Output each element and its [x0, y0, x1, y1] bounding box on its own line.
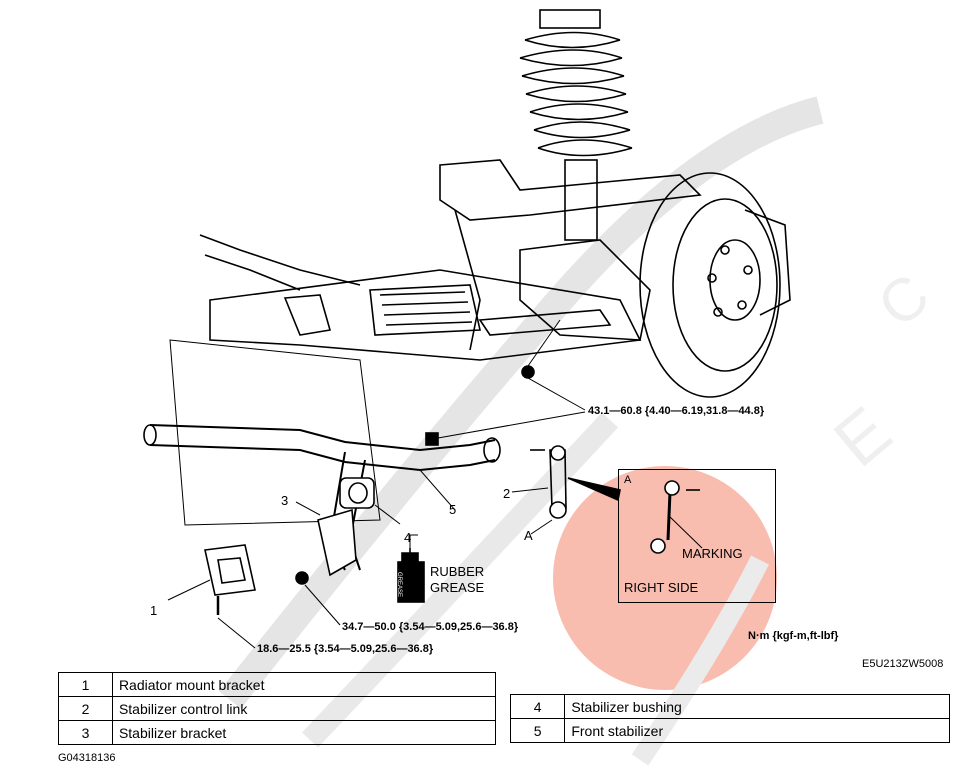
grease-label-line2: GREASE — [430, 580, 485, 595]
svg-text:E: E — [820, 392, 906, 482]
legend-desc: Radiator mount bracket — [111, 672, 497, 697]
callout-4: 4 — [404, 530, 412, 545]
legend-table-left: 1 Radiator mount bracket 2 Stabilizer co… — [58, 672, 497, 745]
legend-desc: Front stabilizer — [564, 718, 950, 743]
legend-desc: Stabilizer control link — [111, 696, 497, 721]
inset-marking-label: MARKING — [682, 546, 743, 561]
legend-row: 3 Stabilizer bracket — [58, 720, 497, 745]
grease-label-line1: RUBBER — [430, 564, 485, 579]
stabilizer-bracket — [295, 508, 357, 585]
inset-link-drawing — [650, 480, 703, 554]
figure-code: E5U213ZW5008 — [862, 658, 944, 670]
brake-disc — [639, 172, 791, 398]
legend-row: 1 Radiator mount bracket — [58, 672, 497, 697]
legend-num: 2 — [58, 696, 113, 721]
radiator-mount-bracket — [204, 544, 256, 615]
coil-spring — [519, 9, 633, 241]
legend-num: 3 — [58, 720, 113, 745]
legend-num: 1 — [58, 672, 113, 697]
grease-can-text: GREASE — [396, 572, 402, 598]
drawing — [143, 9, 791, 649]
stabilizer-bushing — [339, 477, 375, 509]
inset-callout-a: A — [624, 474, 632, 486]
watermark: E C — [219, 96, 942, 766]
legend-table-right: 4 Stabilizer bushing 5 Front stabilizer — [509, 694, 950, 743]
legend-num: 5 — [509, 718, 566, 743]
front-stabilizer-bar — [143, 424, 501, 571]
stabilizer-control-link — [530, 445, 567, 519]
callout-1: 1 — [150, 603, 158, 618]
leader-lines — [167, 319, 586, 649]
legend-desc: Stabilizer bracket — [111, 720, 497, 745]
grease-can-icon — [397, 548, 425, 603]
svg-text:C: C — [865, 261, 941, 340]
callout-3: 3 — [281, 493, 289, 508]
legend-row: 5 Front stabilizer — [509, 718, 950, 743]
legend-desc: Stabilizer bushing — [564, 694, 950, 719]
inset-side-label: RIGHT SIDE — [624, 580, 699, 595]
legend-row: 4 Stabilizer bushing — [509, 694, 950, 719]
callout-5: 5 — [449, 502, 457, 517]
torque-link-nut: 43.1—60.8 {4.40—6.19,31.8—44.8} — [588, 405, 765, 417]
legend-num: 4 — [509, 694, 566, 719]
torque-bracket-bolt: 34.7—50.0 {3.54—5.09,25.6—36.8} — [342, 621, 519, 633]
right-side-inset — [618, 469, 776, 603]
legend-row: 2 Stabilizer control link — [58, 696, 497, 721]
torque-radiator-bolt: 18.6—25.5 {3.54—5.09,25.6—36.8} — [257, 643, 434, 655]
units-label: N·m {kgf-m,ft-lbf} — [748, 630, 839, 642]
callout-2: 2 — [503, 486, 511, 501]
page-code: G04318136 — [58, 752, 116, 764]
callout-a: A — [524, 528, 533, 543]
